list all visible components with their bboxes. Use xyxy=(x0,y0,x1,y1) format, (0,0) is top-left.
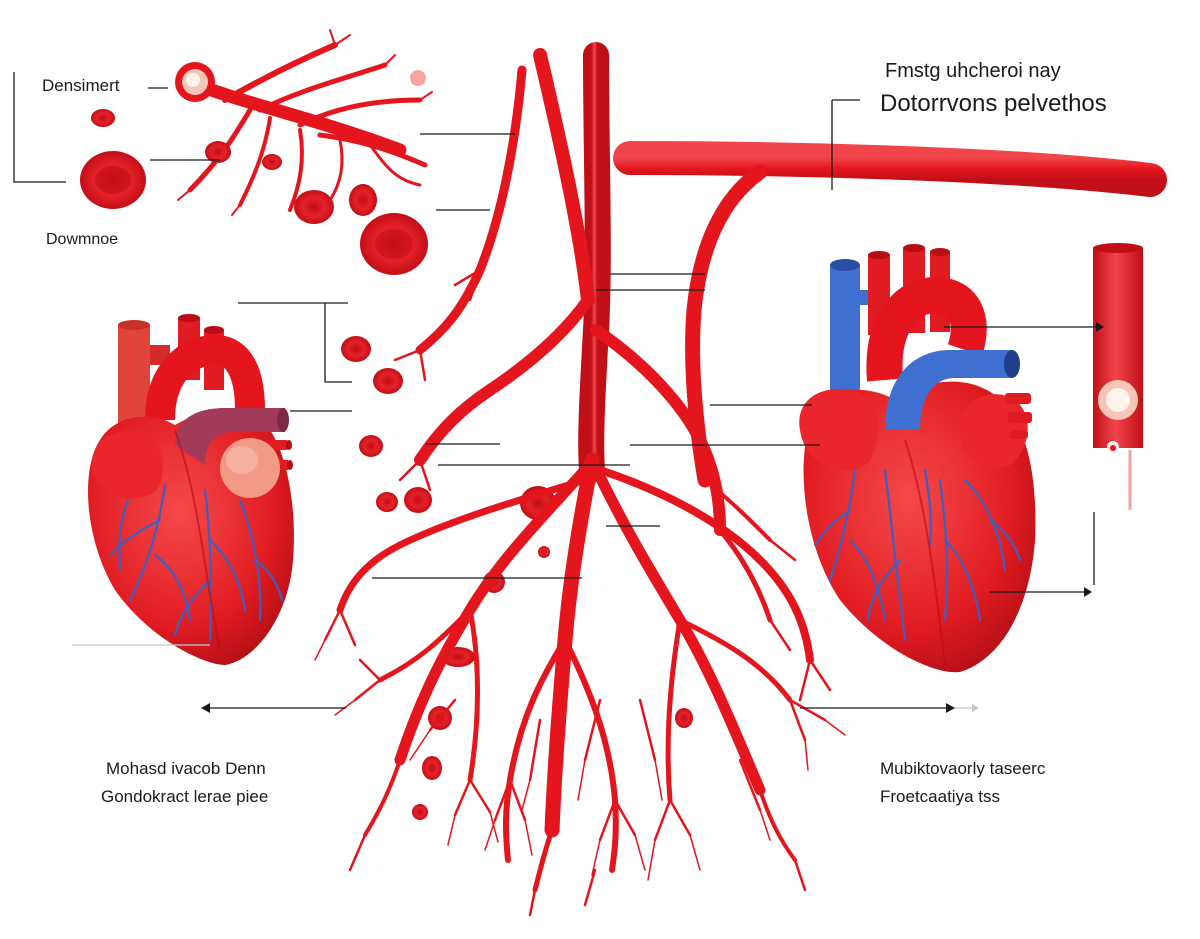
vessel-opening-top-left xyxy=(175,62,426,102)
leader-lines xyxy=(13,72,1098,709)
label-top-right-line1: Fmstg uhcheroi nay xyxy=(885,60,1061,82)
top-left-vessel-cluster xyxy=(177,29,433,216)
heart-illustration-left xyxy=(88,314,294,665)
arrowheads xyxy=(201,322,1104,713)
label-bottom-left-line2: Gondokract lerae piee xyxy=(101,787,269,806)
label-bottom-left-line1: Mohasd ivacob Denn xyxy=(106,759,266,778)
label-bottom-right-line1: Mubiktovaorly taseerc xyxy=(880,759,1046,778)
heart-illustration-right xyxy=(799,244,1036,673)
label-top-right-line2: Dotorrvons pelvethos xyxy=(880,90,1107,117)
vessel-cross-section xyxy=(1093,243,1143,510)
label-bottom-right-line2: Froetcaatiya tss xyxy=(880,787,1000,806)
arterial-tree xyxy=(314,42,1167,917)
label-left-middle: Dowmnoe xyxy=(46,231,119,248)
label-top-left: Densimert xyxy=(42,76,120,95)
